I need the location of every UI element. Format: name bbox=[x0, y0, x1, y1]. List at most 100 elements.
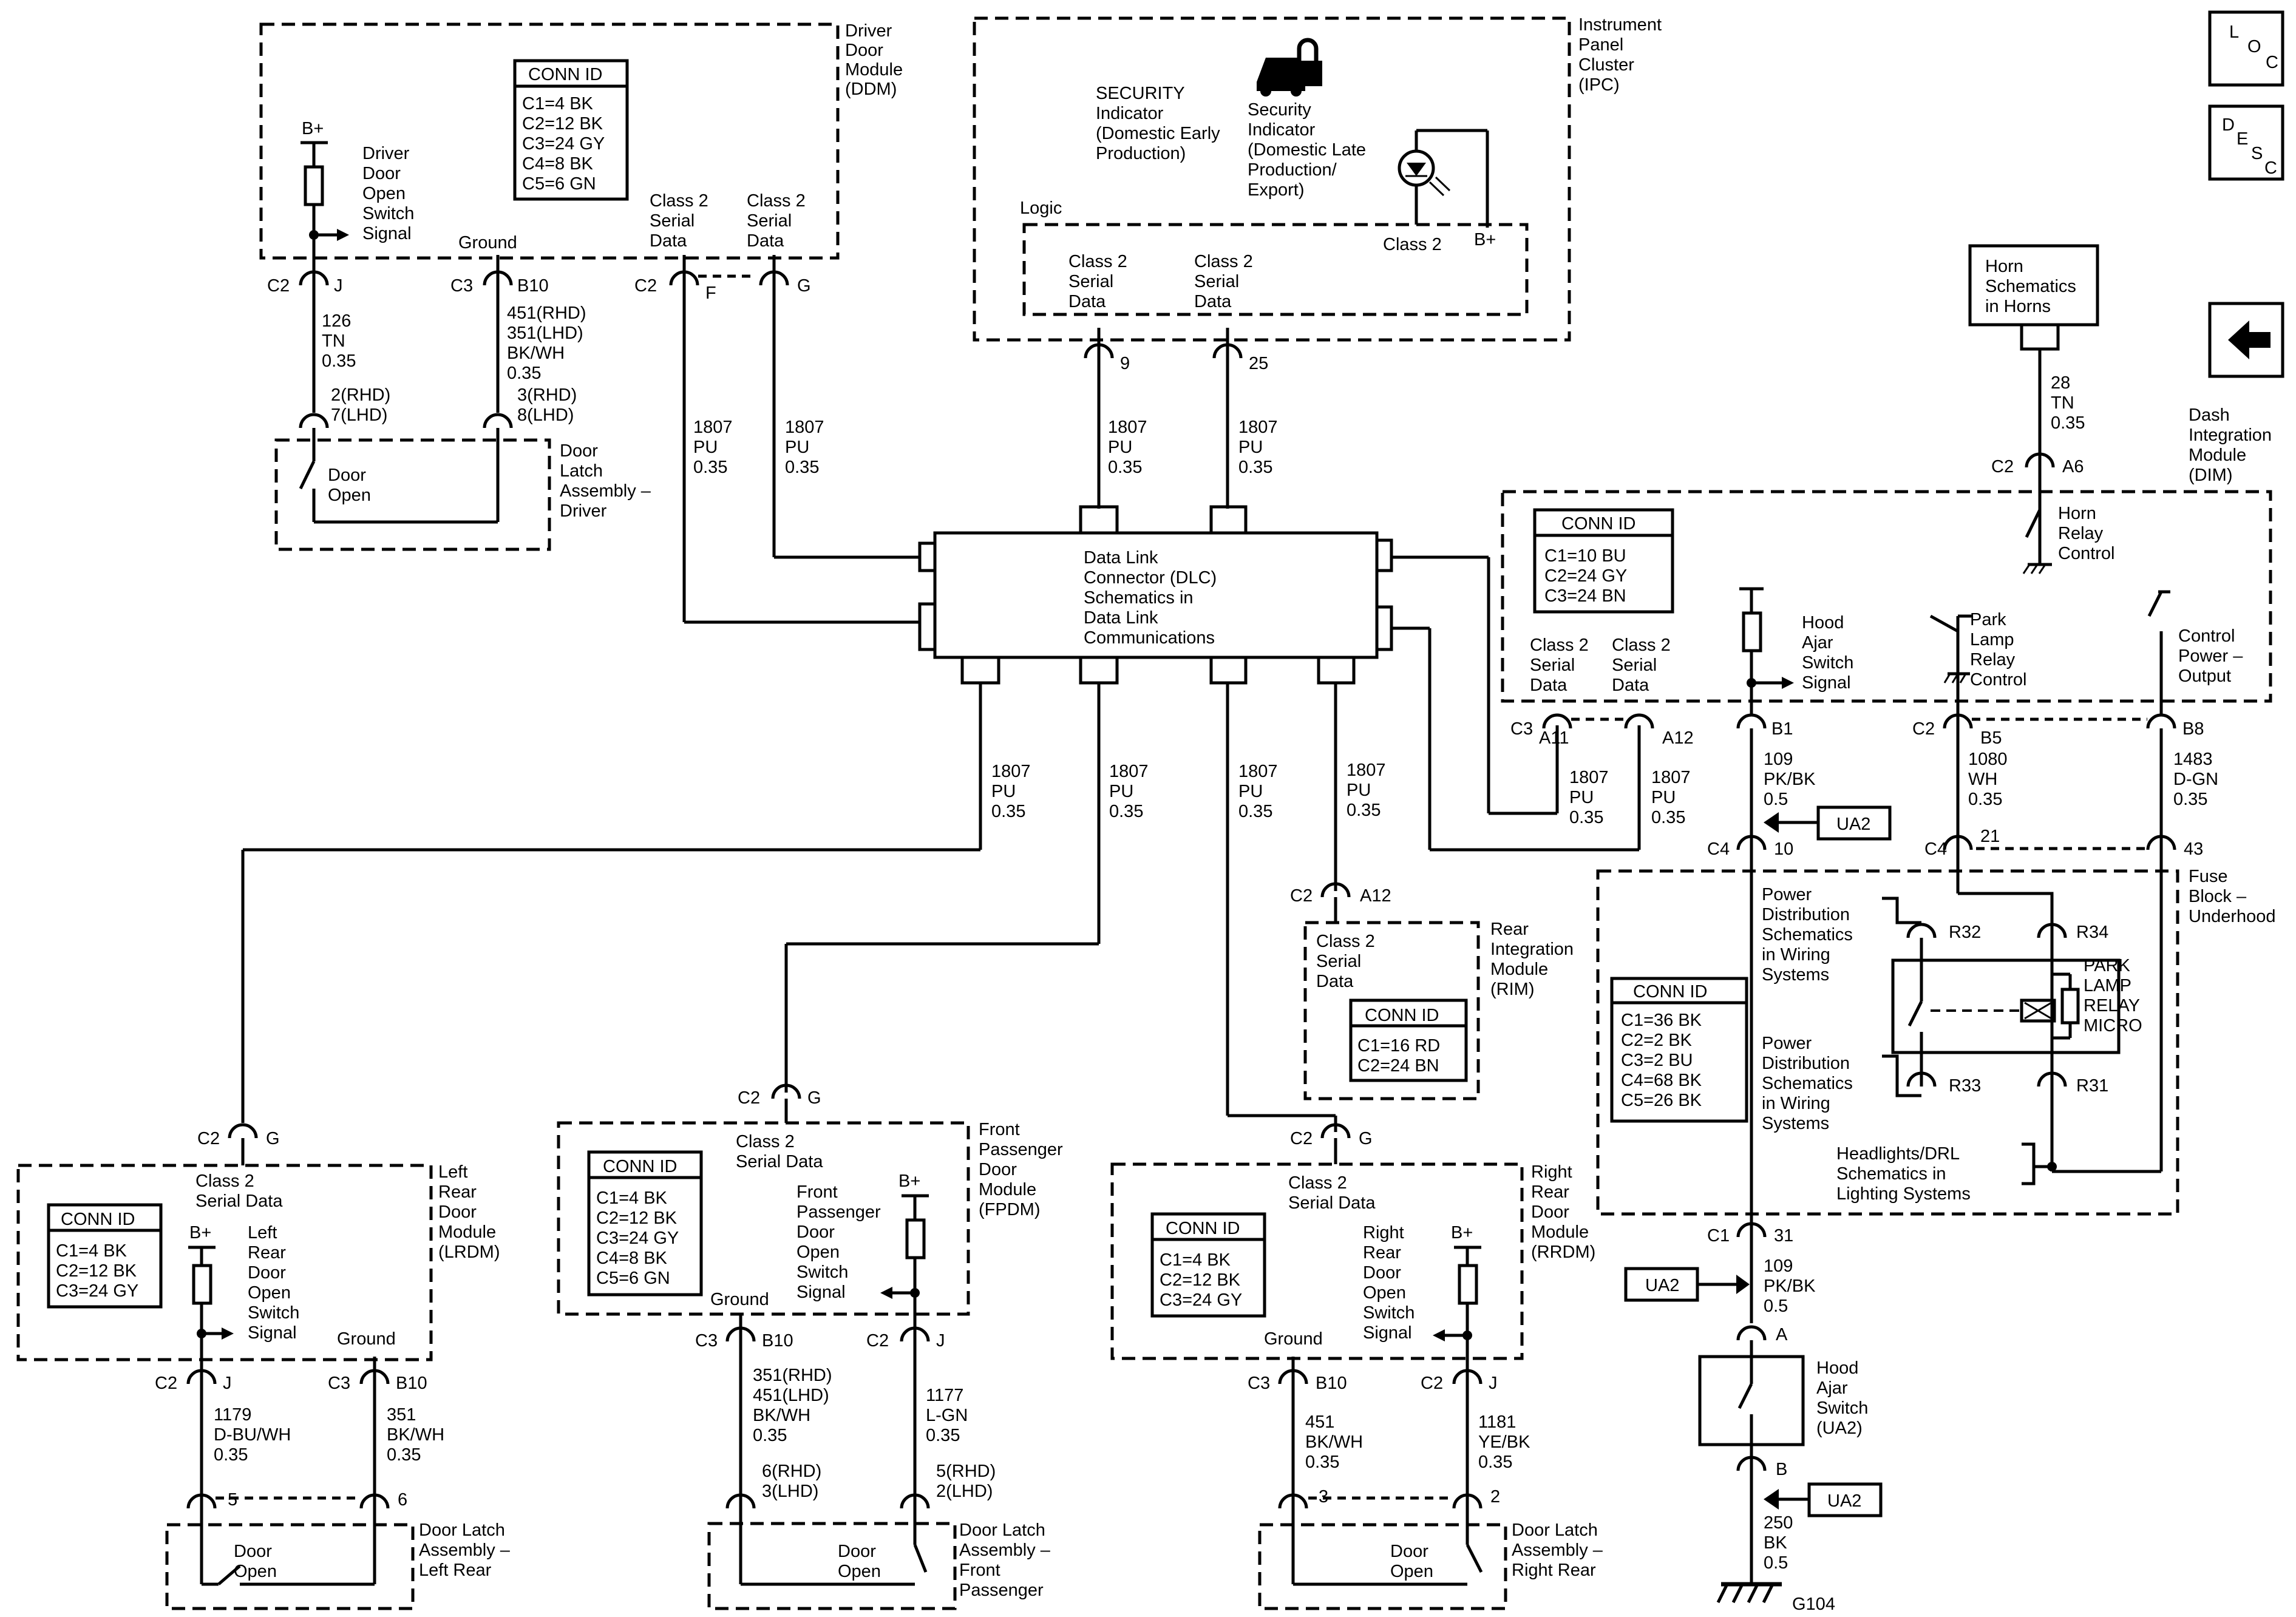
svg-text:RELAY: RELAY bbox=[2084, 996, 2140, 1015]
led-indicator-icon bbox=[1398, 129, 1489, 228]
svg-text:C1=4 BK: C1=4 BK bbox=[56, 1241, 127, 1261]
fpdm-conn-id: CONN ID C1=4 BK C2=12 BK C3=24 GY C4=8 B… bbox=[587, 1150, 703, 1297]
svg-text:C2=24 BN: C2=24 BN bbox=[1357, 1056, 1439, 1076]
svg-text:G: G bbox=[807, 1088, 821, 1108]
svg-text:Left: Left bbox=[438, 1162, 467, 1182]
svg-text:C3: C3 bbox=[1248, 1374, 1270, 1393]
svg-text:0.35: 0.35 bbox=[1569, 808, 1603, 827]
svg-text:C3: C3 bbox=[328, 1374, 350, 1393]
back-arrow-icon[interactable] bbox=[2208, 302, 2284, 378]
svg-text:25: 25 bbox=[1249, 354, 1268, 373]
svg-text:YE/BK: YE/BK bbox=[1478, 1432, 1530, 1452]
svg-text:Class 2: Class 2 bbox=[1316, 932, 1375, 951]
svg-text:TN: TN bbox=[2051, 393, 2074, 413]
svg-text:Module: Module bbox=[979, 1180, 1036, 1199]
svg-text:Class 2: Class 2 bbox=[1288, 1173, 1347, 1193]
svg-text:0.35: 0.35 bbox=[1108, 458, 1142, 477]
svg-text:PU: PU bbox=[1238, 438, 1263, 457]
svg-text:(UA2): (UA2) bbox=[1816, 1419, 1863, 1438]
svg-text:(IPC): (IPC) bbox=[1578, 75, 1620, 95]
svg-text:Ground: Ground bbox=[337, 1329, 396, 1349]
rrdm-conn-id: CONN ID C1=4 BK C2=12 BK C3=24 GY bbox=[1150, 1212, 1266, 1318]
svg-text:D-GN: D-GN bbox=[2173, 770, 2218, 789]
svg-text:9: 9 bbox=[1120, 354, 1130, 373]
svg-text:Signal: Signal bbox=[1802, 673, 1851, 693]
svg-text:8(LHD): 8(LHD) bbox=[517, 405, 574, 425]
svg-text:Data: Data bbox=[1530, 676, 1567, 695]
svg-text:Left: Left bbox=[248, 1223, 277, 1242]
svg-text:PU: PU bbox=[1569, 788, 1594, 807]
ua2-tag-3[interactable]: UA2 bbox=[1764, 1482, 1883, 1517]
svg-text:PU: PU bbox=[1651, 788, 1676, 807]
svg-text:Signal: Signal bbox=[362, 224, 412, 243]
svg-text:C1=10 BU: C1=10 BU bbox=[1544, 546, 1626, 566]
security-lock-icon bbox=[1257, 38, 1322, 97]
svg-text:BK/WH: BK/WH bbox=[1305, 1432, 1363, 1452]
svg-text:Cluster: Cluster bbox=[1578, 55, 1634, 75]
svg-text:Schematics: Schematics bbox=[1762, 1074, 1853, 1093]
svg-text:Serial: Serial bbox=[1194, 272, 1239, 291]
ddm-conn-id: CONN ID C1=4 BK C2=12 BK C3=24 GY C4=8 B… bbox=[513, 59, 629, 201]
loc-icon[interactable]: L O C bbox=[2208, 10, 2284, 87]
svg-text:Left Rear: Left Rear bbox=[419, 1561, 492, 1580]
svg-text:Data: Data bbox=[1316, 972, 1354, 991]
ua2-tag-2[interactable]: UA2 bbox=[1624, 1267, 1750, 1302]
svg-text:Panel: Panel bbox=[1578, 35, 1623, 55]
svg-text:Block –: Block – bbox=[2189, 887, 2247, 906]
svg-text:Hood: Hood bbox=[1802, 613, 1844, 632]
desc-icon[interactable]: D E S C bbox=[2208, 104, 2284, 181]
svg-text:Rear: Rear bbox=[248, 1243, 286, 1263]
svg-text:C1: C1 bbox=[1707, 1226, 1730, 1246]
svg-text:C3=24 GY: C3=24 GY bbox=[56, 1281, 138, 1301]
svg-text:Door: Door bbox=[979, 1160, 1017, 1179]
svg-text:(RIM): (RIM) bbox=[1490, 980, 1534, 999]
svg-text:PU: PU bbox=[693, 438, 718, 457]
svg-text:Class 2: Class 2 bbox=[1530, 636, 1589, 655]
svg-text:Integration: Integration bbox=[1490, 940, 1574, 959]
svg-text:Lighting Systems: Lighting Systems bbox=[1836, 1184, 1971, 1204]
svg-text:Control: Control bbox=[2178, 626, 2235, 646]
svg-text:Ajar: Ajar bbox=[1816, 1378, 1848, 1398]
svg-text:Open: Open bbox=[234, 1562, 277, 1581]
svg-text:Data: Data bbox=[747, 231, 784, 251]
svg-text:CONN ID: CONN ID bbox=[1166, 1219, 1240, 1238]
svg-text:Door: Door bbox=[438, 1202, 477, 1222]
horn-schematics-box[interactable]: Horn Schematics in Horns 28 TN 0.35 C2 A… bbox=[1968, 244, 2115, 574]
svg-text:Passenger: Passenger bbox=[979, 1140, 1063, 1159]
svg-text:0.35: 0.35 bbox=[926, 1426, 960, 1445]
ipc-module: Instrument Panel Cluster (IPC) SECURITY … bbox=[973, 15, 1662, 342]
svg-text:Data: Data bbox=[650, 231, 687, 251]
svg-text:C5=6 GN: C5=6 GN bbox=[596, 1269, 670, 1288]
svg-text:CONN ID: CONN ID bbox=[1633, 982, 1707, 1002]
dlc-block[interactable]: Data Link Connector (DLC) Schematics in … bbox=[918, 505, 1393, 685]
svg-text:0.35: 0.35 bbox=[1347, 801, 1381, 820]
svg-text:Assembly –: Assembly – bbox=[959, 1541, 1051, 1560]
svg-text:351(RHD): 351(RHD) bbox=[753, 1366, 832, 1385]
svg-text:Open: Open bbox=[328, 486, 371, 505]
ua2-tag-1[interactable]: UA2 bbox=[1764, 805, 1892, 841]
svg-text:(Domestic Late: (Domestic Late bbox=[1248, 140, 1366, 160]
svg-text:0.35: 0.35 bbox=[387, 1445, 421, 1465]
svg-text:Switch: Switch bbox=[1363, 1303, 1415, 1323]
svg-text:C2=2 BK: C2=2 BK bbox=[1621, 1031, 1693, 1050]
svg-text:1807: 1807 bbox=[1651, 768, 1691, 787]
svg-text:Door: Door bbox=[560, 441, 598, 461]
lrdm-conn-id: CONN ID C1=4 BK C2=12 BK C3=24 GY bbox=[47, 1203, 163, 1309]
fpdm-door-latch: Door Open Door Latch Assembly – Front Pa… bbox=[707, 1508, 1051, 1610]
svg-text:C1=4 BK: C1=4 BK bbox=[1160, 1250, 1231, 1270]
svg-text:Open: Open bbox=[838, 1562, 881, 1581]
svg-text:Ground: Ground bbox=[710, 1290, 769, 1309]
svg-text:Serial Data: Serial Data bbox=[1288, 1193, 1376, 1213]
svg-text:Switch: Switch bbox=[362, 204, 414, 223]
svg-text:A11: A11 bbox=[1539, 728, 1569, 748]
svg-text:C2: C2 bbox=[1290, 886, 1313, 906]
svg-text:Door: Door bbox=[248, 1263, 286, 1283]
svg-text:C3=24 BN: C3=24 BN bbox=[1544, 586, 1626, 606]
svg-text:1807: 1807 bbox=[785, 418, 824, 437]
svg-text:0.35: 0.35 bbox=[785, 458, 819, 477]
svg-text:Right: Right bbox=[1363, 1223, 1404, 1242]
svg-text:C3=24 GY: C3=24 GY bbox=[1160, 1290, 1242, 1310]
svg-text:126: 126 bbox=[322, 311, 351, 331]
fuse-block: C4 10 C4 21 43 Fuse Block – Underhood CO… bbox=[1596, 827, 2276, 1216]
svg-text:Data Link: Data Link bbox=[1084, 608, 1158, 628]
